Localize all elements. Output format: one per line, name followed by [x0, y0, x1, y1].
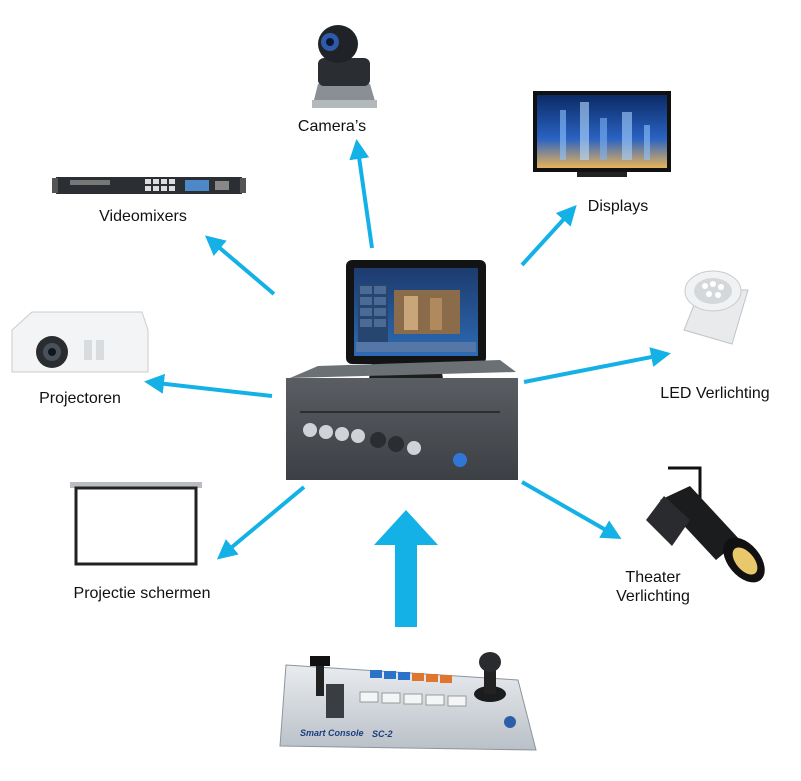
arrow-to-led — [523, 347, 671, 384]
led-light-image — [683, 270, 749, 345]
label-projectoren: Projectoren — [39, 390, 121, 407]
label-theater-line2: Verlichting — [616, 588, 690, 605]
display-tv-image — [533, 91, 671, 177]
smart-console-image: Smart Console SC-2 — [279, 652, 537, 751]
projector-image — [11, 311, 149, 373]
theater-light-image — [646, 466, 765, 583]
label-displays: Displays — [587, 198, 649, 215]
arrows — [144, 139, 671, 560]
label-schermen: Projectie schermen — [73, 585, 211, 602]
controller-box-top — [290, 360, 516, 378]
projection-screen-image — [70, 482, 202, 566]
label-cameras: Camera’s — [297, 118, 367, 135]
label-led: LED Verlichting — [660, 385, 770, 402]
arrow-to-cameras — [349, 139, 374, 249]
arrow-to-displays — [520, 205, 577, 267]
label-theater-line1: Theater — [625, 569, 681, 586]
arrow-to-theater — [521, 480, 622, 539]
label-videomixers: Videomixers — [99, 208, 187, 225]
arrow-to-projectoren — [144, 373, 273, 398]
arrow-to-videomixers — [204, 235, 276, 296]
console-brand-text: Smart Console — [300, 728, 364, 738]
central-controller-image — [286, 260, 518, 480]
videomixer-image — [52, 177, 246, 194]
console-model-text: SC-2 — [372, 729, 393, 739]
label-theater: Theater Verlichting — [603, 568, 703, 606]
ptz-camera-image — [312, 25, 377, 108]
arrow-from-console — [374, 510, 438, 627]
arrow-to-schermen — [216, 485, 306, 560]
